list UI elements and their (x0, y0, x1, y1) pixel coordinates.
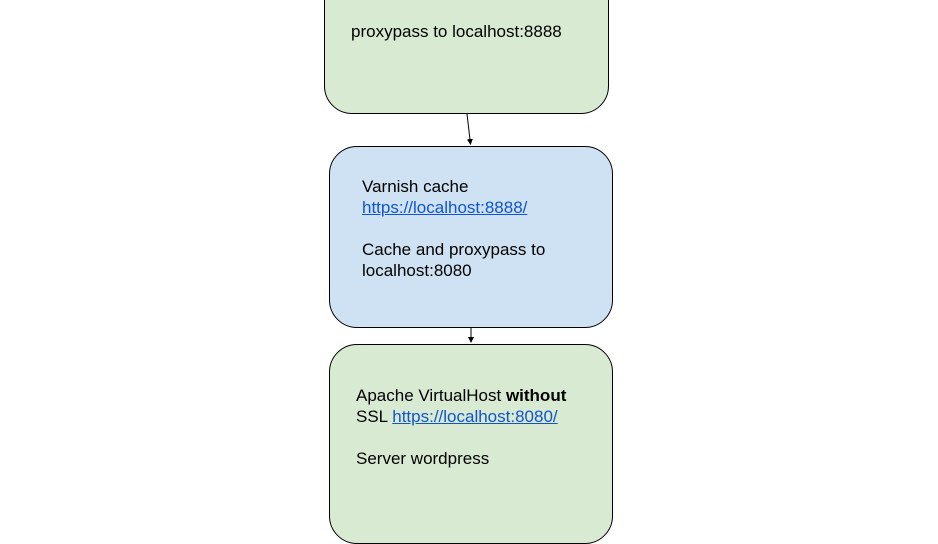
apache-ssl-label: SSL (356, 407, 393, 426)
varnish-cache-node-text: Varnish cache https://localhost:8888/ Ca… (362, 176, 592, 281)
proxypass-label: proxypass to localhost:8888 (351, 22, 562, 41)
apache-title: Apache VirtualHost (356, 386, 506, 405)
varnish-url-link[interactable]: https://localhost:8888/ (362, 198, 528, 217)
apache-title-line: Apache VirtualHost without (356, 385, 596, 406)
nginx-proxy-node-text: proxypass to localhost:8888 (351, 21, 562, 42)
varnish-title: Varnish cache (362, 177, 469, 196)
apache-description: Server wordpress (356, 449, 490, 468)
varnish-description-line1: Cache and proxypass to (362, 240, 546, 259)
arrow-top-to-middle (466, 113, 473, 145)
apache-url-link[interactable]: https://localhost:8080/ (392, 407, 558, 426)
apache-title-emphasis: without (505, 386, 567, 405)
varnish-description-line2: localhost:8080 (362, 261, 472, 280)
apache-virtualhost-node-text: Apache VirtualHost without SSL https://l… (356, 385, 596, 469)
varnish-cache-node: Varnish cache https://localhost:8888/ Ca… (329, 146, 613, 328)
nginx-proxy-node: proxypass to localhost:8888 (324, 0, 609, 114)
apache-virtualhost-node: Apache VirtualHost without SSL https://l… (329, 344, 613, 544)
apache-ssl-line: SSL https://localhost:8080/ (356, 406, 596, 427)
